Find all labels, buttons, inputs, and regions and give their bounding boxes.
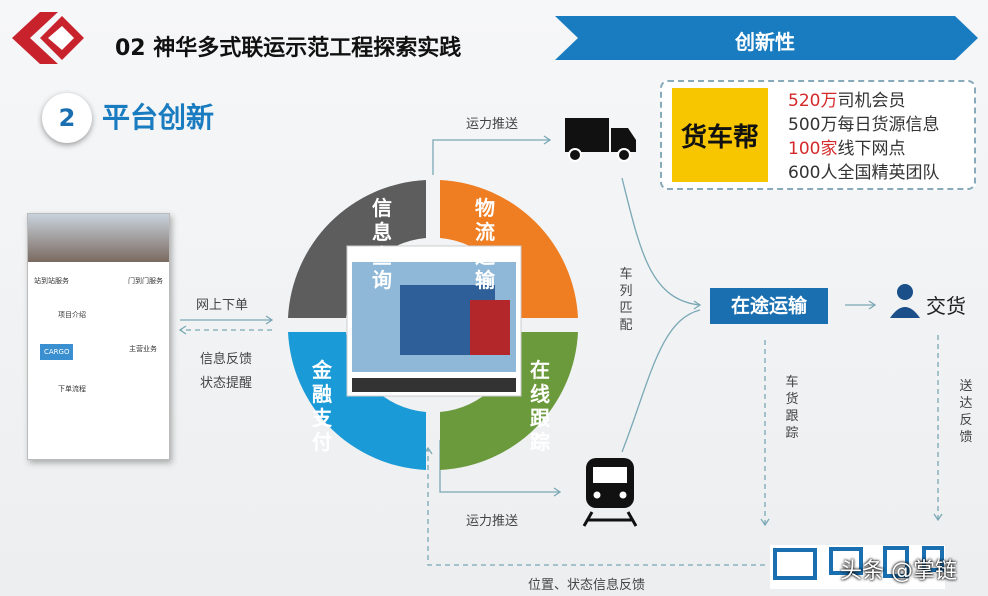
in-transit-box: 在途运输 (710, 288, 828, 324)
platform-screenshot (346, 245, 522, 397)
train-icon (582, 458, 638, 527)
label-push-top: 运力推送 (466, 117, 519, 132)
partner-logo: 货车帮 (672, 88, 768, 182)
label-status: 状态提醒 (200, 376, 253, 391)
label-push-bottom: 运力推送 (466, 514, 519, 529)
seg-logistics: 物流运输 (475, 196, 495, 292)
stat-3: 100家线下网点 (788, 139, 906, 159)
laptop-icon (829, 547, 863, 575)
label-bottom-feedback: 位置、状态信息反馈 (528, 578, 646, 593)
segment-tracking (440, 332, 578, 470)
banner-label: 创新性 (735, 30, 795, 54)
stat-2: 500万每日货源信息 (788, 115, 940, 135)
label-track: 车货跟踪 (785, 375, 799, 441)
label-deliver-feedback: 送达反馈 (959, 379, 973, 445)
stat-1: 520万司机会员 (788, 91, 906, 111)
segment-finance (288, 332, 426, 470)
person-icon (890, 284, 920, 318)
section-number: 2 (42, 93, 92, 143)
company-logo (12, 12, 84, 64)
seg-tracking: 在线跟踪 (530, 358, 550, 454)
label-match: 车列匹配 (619, 267, 633, 333)
stat-4: 600人全国精英团队 (788, 163, 940, 183)
watermark: 头条 @掌链 (840, 559, 957, 584)
seg-finance: 金融支付 (312, 358, 332, 454)
computer-icon (773, 548, 817, 580)
device-icons (770, 545, 945, 589)
page-title: 02 神华多式联运示范工程探索实践 (115, 36, 462, 61)
label-order: 网上下单 (196, 298, 249, 313)
banner-arrow (555, 16, 978, 60)
section-title: 平台创新 (102, 101, 215, 134)
label-feedback: 信息反馈 (200, 352, 253, 367)
truck-icon (565, 118, 636, 162)
label-deliver: 交货 (926, 294, 966, 318)
seg-info-query: 信息查询 (372, 196, 392, 292)
